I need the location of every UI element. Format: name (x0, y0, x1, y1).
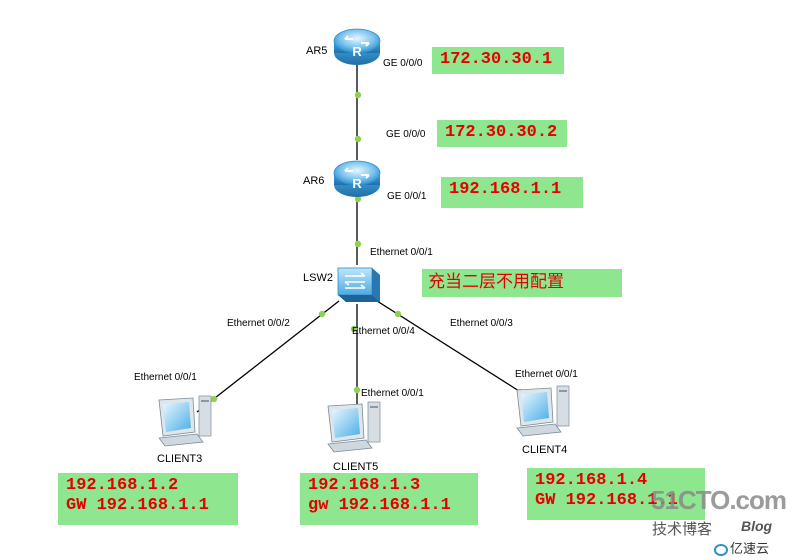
device-label-client4: CLIENT4 (522, 444, 568, 456)
port-dot (210, 395, 218, 403)
port-dot (354, 91, 362, 99)
port-dot (350, 325, 358, 333)
pc-icon[interactable] (158, 395, 212, 447)
client3-gateway: GW 192.168.1.1 (66, 496, 209, 515)
watermark-brand: 51CTO.com (651, 485, 787, 515)
watermark-sub1: 技术博客 (652, 520, 713, 538)
lsw2-note: 充当二层不用配置 (422, 269, 622, 297)
ar6-g0-ip-address: 172.30.30.2 (445, 123, 558, 142)
port-label-ar6-ge000: GE 0/0/0 (386, 129, 426, 140)
ar6-g1-ip-address: 192.168.1.1 (449, 180, 562, 199)
device-label-client3: CLIENT3 (157, 453, 203, 465)
pc-icon[interactable] (516, 385, 570, 437)
link-dots (210, 91, 524, 403)
router-icon[interactable]: R (333, 160, 381, 197)
port-label-lsw2-eth002: Ethernet 0/0/2 (227, 318, 290, 329)
port-dot (354, 240, 362, 248)
port-label-client3-eth001: Ethernet 0/0/1 (134, 372, 197, 383)
device-label-ar6: AR6 (303, 175, 325, 187)
ip-box-ar6-g1: 192.168.1.1 (441, 177, 583, 208)
ip-box-client5: 192.168.1.3 gw 192.168.1.1 (300, 473, 478, 525)
device-label-ar5: AR5 (306, 45, 328, 57)
ip-box-client4: 192.168.1.4 GW 192.168.1.1 (527, 468, 705, 520)
watermark-sub2: Blog (741, 518, 773, 534)
port-dot (354, 135, 362, 143)
device-label-client5: CLIENT5 (333, 461, 379, 473)
port-dot (354, 195, 362, 203)
port-label-lsw2-eth004: Ethernet 0/0/4 (352, 326, 415, 337)
svg-text:R: R (352, 44, 362, 59)
port-dot (394, 310, 402, 318)
ip-box-ar5: 172.30.30.1 (432, 47, 564, 74)
client3-ip-address: 192.168.1.2 (66, 476, 179, 495)
watermark-site: 亿速云 (714, 538, 769, 557)
port-label-client4-eth001: Ethernet 0/0/1 (515, 369, 578, 380)
switch-icon[interactable] (337, 267, 380, 302)
svg-text:R: R (352, 176, 362, 191)
port-label-lsw2-eth003: Ethernet 0/0/3 (450, 318, 513, 329)
port-label-ar6-ge001: GE 0/0/1 (387, 191, 427, 202)
client4-gateway: GW 192.168.1.1 (535, 491, 678, 510)
port-label-client5-eth001: Ethernet 0/0/1 (361, 388, 424, 399)
watermark-logo-icon (714, 543, 728, 556)
ip-box-ar6-g0: 172.30.30.2 (437, 120, 567, 147)
port-label-ar5-ge000: GE 0/0/0 (383, 58, 423, 69)
port-label-lsw2-eth001: Ethernet 0/0/1 (370, 247, 433, 258)
client4-ip-address: 192.168.1.4 (535, 471, 648, 490)
router-icon[interactable]: R (333, 28, 381, 65)
client5-ip-address: 192.168.1.3 (308, 476, 421, 495)
links (196, 62, 528, 413)
client5-gateway: gw 192.168.1.1 (308, 496, 451, 515)
link-lsw2-client4 (376, 300, 528, 397)
port-dot (353, 386, 361, 394)
watermark-site-text: 亿速云 (730, 542, 770, 557)
port-dot (318, 310, 326, 318)
ip-box-client3: 192.168.1.2 GW 192.168.1.1 (58, 473, 238, 525)
link-lsw2-client3 (196, 300, 340, 413)
device-label-lsw2: LSW2 (303, 272, 333, 284)
pc-icon[interactable] (327, 401, 381, 453)
ar5-ip-address: 172.30.30.1 (440, 50, 553, 69)
